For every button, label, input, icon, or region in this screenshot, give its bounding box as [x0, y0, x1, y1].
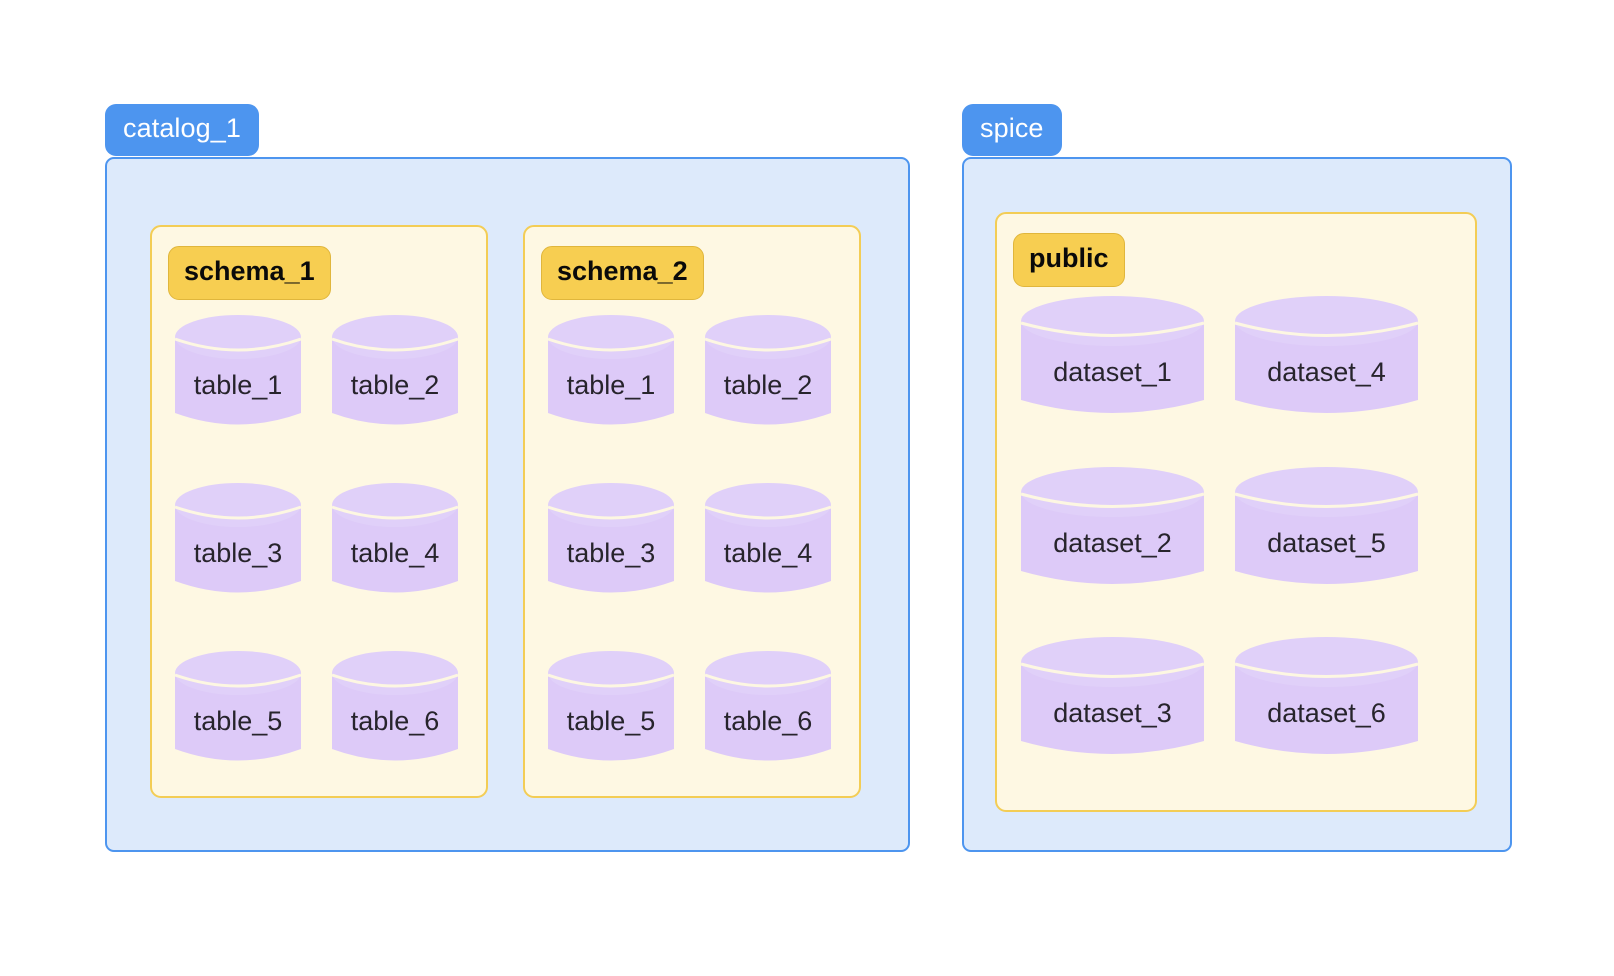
- table-cylinder[interactable]: table_3: [174, 482, 302, 604]
- table-cylinder[interactable]: table_5: [547, 650, 675, 772]
- table-cylinder[interactable]: table_3: [547, 482, 675, 604]
- database-cylinder-icon: [1234, 467, 1419, 584]
- schema-badge-schema_2[interactable]: schema_2: [541, 246, 704, 300]
- table-cylinder[interactable]: table_6: [704, 650, 832, 772]
- schema-panel-schema_2: schema_2 table_1 table_2: [523, 225, 861, 798]
- database-cylinder-icon: [547, 315, 675, 425]
- table-cylinder[interactable]: table_4: [704, 482, 832, 604]
- dataset-cylinder[interactable]: dataset_4: [1234, 295, 1419, 426]
- dataset-cylinder[interactable]: dataset_2: [1020, 466, 1205, 597]
- database-cylinder-icon: [1020, 637, 1205, 754]
- table-cylinder[interactable]: table_2: [331, 314, 459, 436]
- database-cylinder-icon: [704, 483, 832, 593]
- group-spice: spice public dataset_1: [962, 104, 1512, 852]
- database-cylinder-icon: [547, 651, 675, 761]
- dataset-cylinder[interactable]: dataset_1: [1020, 295, 1205, 426]
- dataset-cylinder[interactable]: dataset_3: [1020, 636, 1205, 767]
- table-cylinder[interactable]: table_2: [704, 314, 832, 436]
- dataset-cylinder[interactable]: dataset_5: [1234, 466, 1419, 597]
- table-cylinder[interactable]: table_5: [174, 650, 302, 772]
- schema-badge-public[interactable]: public: [1013, 233, 1125, 287]
- database-cylinder-icon: [704, 315, 832, 425]
- schema-panel-public: public dataset_1 dataset_4: [995, 212, 1477, 812]
- group-badge-catalog_1[interactable]: catalog_1: [105, 104, 259, 156]
- table-cylinder[interactable]: table_1: [547, 314, 675, 436]
- database-cylinder-icon: [174, 315, 302, 425]
- group-catalog_1: catalog_1 schema_1 table_1: [105, 104, 910, 852]
- database-cylinder-icon: [331, 483, 459, 593]
- table-cylinder[interactable]: table_6: [331, 650, 459, 772]
- schema-panel-schema_1: schema_1 table_1 table_2: [150, 225, 488, 798]
- database-cylinder-icon: [1020, 467, 1205, 584]
- database-cylinder-icon: [1234, 296, 1419, 413]
- database-cylinder-icon: [704, 651, 832, 761]
- dataset-cylinder[interactable]: dataset_6: [1234, 636, 1419, 767]
- database-cylinder-icon: [1020, 296, 1205, 413]
- table-cylinder[interactable]: table_1: [174, 314, 302, 436]
- database-cylinder-icon: [174, 483, 302, 593]
- database-cylinder-icon: [1234, 637, 1419, 754]
- schema-badge-schema_1[interactable]: schema_1: [168, 246, 331, 300]
- group-badge-spice[interactable]: spice: [962, 104, 1062, 156]
- database-cylinder-icon: [331, 315, 459, 425]
- database-cylinder-icon: [174, 651, 302, 761]
- table-cylinder[interactable]: table_4: [331, 482, 459, 604]
- database-cylinder-icon: [547, 483, 675, 593]
- database-cylinder-icon: [331, 651, 459, 761]
